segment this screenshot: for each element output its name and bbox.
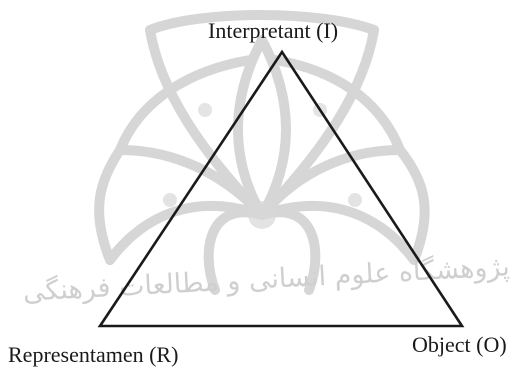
representamen-label: Representamen (R) [8, 342, 179, 367]
interpretant-label: Interpretant (I) [208, 18, 339, 43]
object-label: Object (O) [412, 332, 507, 357]
triangle-outline [97, 49, 465, 328]
